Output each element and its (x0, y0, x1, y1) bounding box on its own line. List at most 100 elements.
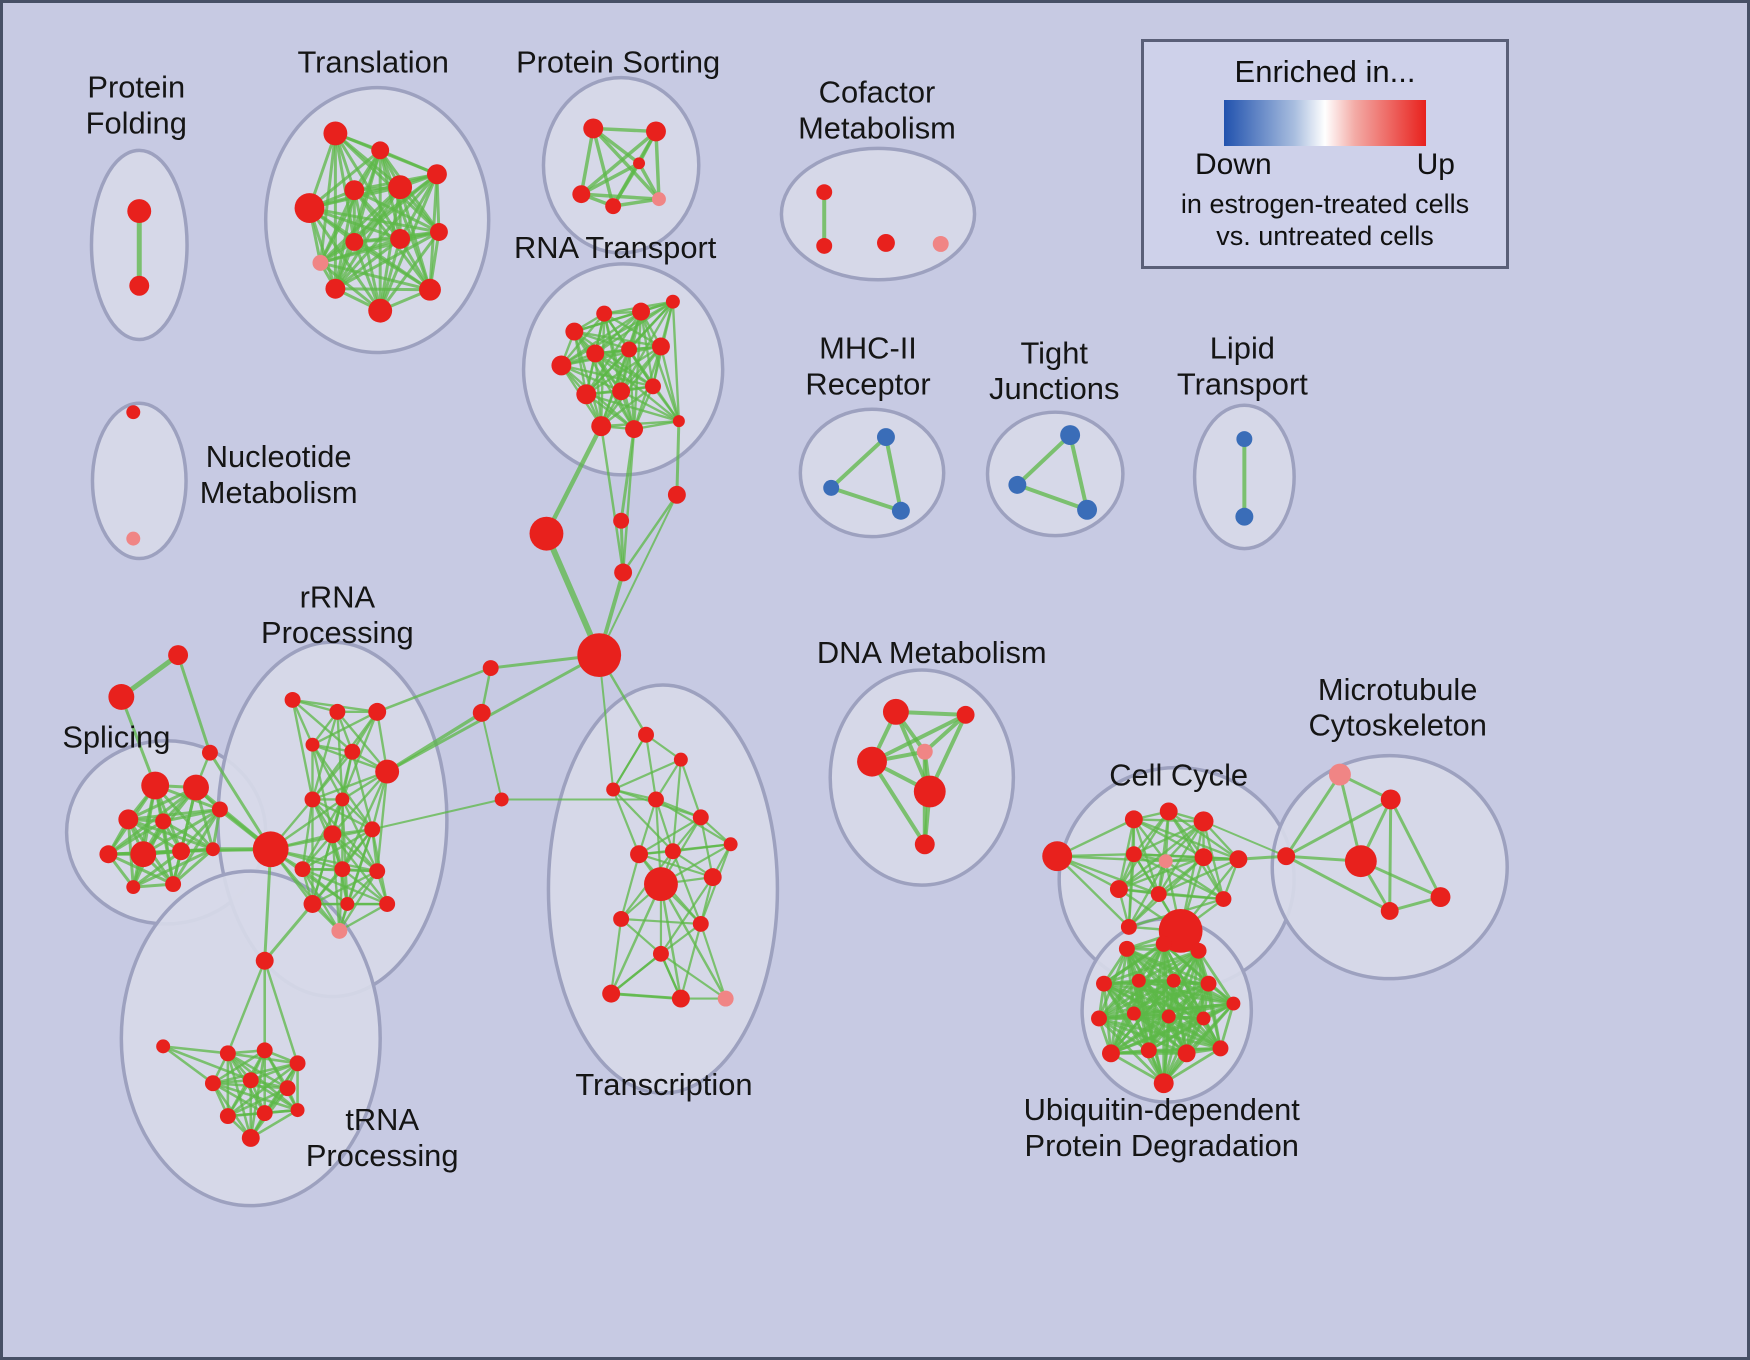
network-edge (579, 126, 595, 196)
network-edge (161, 807, 222, 823)
legend-title: Enriched in... (1234, 54, 1416, 89)
gene-set-node (1101, 1044, 1120, 1063)
network-edge (378, 237, 402, 313)
network-edge (620, 917, 663, 955)
network-edge (1132, 982, 1210, 1015)
gene-set-node (613, 910, 630, 927)
gene-set-node (375, 759, 400, 784)
gene-set-node (602, 984, 621, 1003)
gene-set-node (201, 744, 218, 761)
cluster-label-dna_metabolism: DNA Metabolism (817, 635, 1047, 670)
network-edge (609, 882, 663, 995)
network-edge (263, 902, 314, 963)
gene-set-node (1150, 886, 1167, 903)
network-edge (119, 695, 157, 788)
gene-set-node (916, 743, 933, 760)
cluster-label-splicing: Splicing (62, 720, 170, 755)
network-edge (131, 847, 215, 889)
network-edge (311, 750, 354, 801)
gene-set-node (633, 157, 646, 170)
network-edge (378, 230, 441, 313)
network-edge (311, 710, 379, 746)
gene-set-node (279, 1080, 296, 1097)
network-edge (679, 758, 702, 819)
network-edge (263, 847, 273, 963)
gene-set-node (1344, 845, 1377, 878)
network-edge (301, 798, 314, 871)
network-edge (131, 849, 183, 889)
gene-set-node (325, 278, 346, 299)
network-edge (1117, 860, 1167, 891)
network-edge (179, 807, 222, 853)
gene-set-node (494, 792, 509, 807)
cluster-ellipse-tight_junctions (985, 410, 1125, 538)
gene-set-node (129, 275, 150, 296)
network-edge (671, 300, 681, 423)
network-edge (585, 345, 663, 396)
network-edge (1197, 949, 1235, 1005)
gene-set-node (1118, 940, 1135, 957)
network-edge (922, 712, 968, 754)
network-edge (621, 427, 636, 574)
network-edge (675, 419, 681, 497)
gene-set-node (816, 184, 833, 201)
network-edge (612, 758, 682, 791)
gene-set-node (1159, 802, 1178, 821)
network-edge (1162, 1046, 1222, 1085)
gene-set-node (876, 428, 895, 447)
network-edge (161, 1045, 215, 1085)
cluster-ellipse-nucleotide_metabolism (90, 401, 188, 561)
gene-set-node (211, 801, 228, 818)
network-edge (600, 385, 655, 428)
network-edge (1015, 482, 1090, 512)
network-edge (598, 654, 615, 791)
network-edge (609, 992, 683, 1001)
network-edge (585, 393, 681, 423)
network-edge (1389, 797, 1442, 899)
network-edge (1109, 1051, 1166, 1085)
network-edge (1132, 1002, 1235, 1015)
gene-set-node (671, 989, 690, 1008)
legend-up-label: Up (1416, 148, 1455, 181)
network-edge (106, 819, 165, 856)
network-edge (480, 711, 503, 801)
network-edge (333, 287, 432, 292)
network-edge (176, 653, 212, 755)
network-edge (560, 300, 675, 367)
network-edge (659, 922, 702, 955)
network-edge (211, 1081, 299, 1112)
network-edge (573, 330, 631, 351)
layer-nodes (99, 118, 1451, 1147)
network-edge (318, 188, 356, 265)
gene-set-node (219, 1108, 236, 1125)
gene-set-node (289, 1055, 306, 1072)
network-edge (398, 172, 439, 241)
gene-set-node (219, 1045, 236, 1062)
gene-set-node (583, 118, 604, 139)
network-edge (1109, 1017, 1205, 1055)
network-edge (318, 185, 402, 265)
network-edge (598, 493, 678, 657)
gene-set-node (284, 691, 301, 708)
network-edge (637, 816, 702, 856)
gene-set-node (1124, 810, 1143, 829)
network-edge (1055, 855, 1131, 929)
gene-set-node (664, 843, 681, 860)
network-edge (211, 1049, 266, 1085)
gene-set-node (344, 180, 365, 201)
network-edge (671, 758, 682, 853)
network-edge (573, 330, 636, 431)
gene-set-node (1166, 973, 1181, 988)
gene-set-node (1177, 1044, 1196, 1063)
network-edge (378, 148, 439, 176)
gene-set-node (205, 842, 220, 857)
network-edge (1202, 820, 1288, 858)
gene-set-node (1236, 431, 1253, 448)
gene-set-node (667, 485, 686, 504)
gene-set-node (551, 355, 572, 376)
gene-set-node (1328, 763, 1351, 786)
